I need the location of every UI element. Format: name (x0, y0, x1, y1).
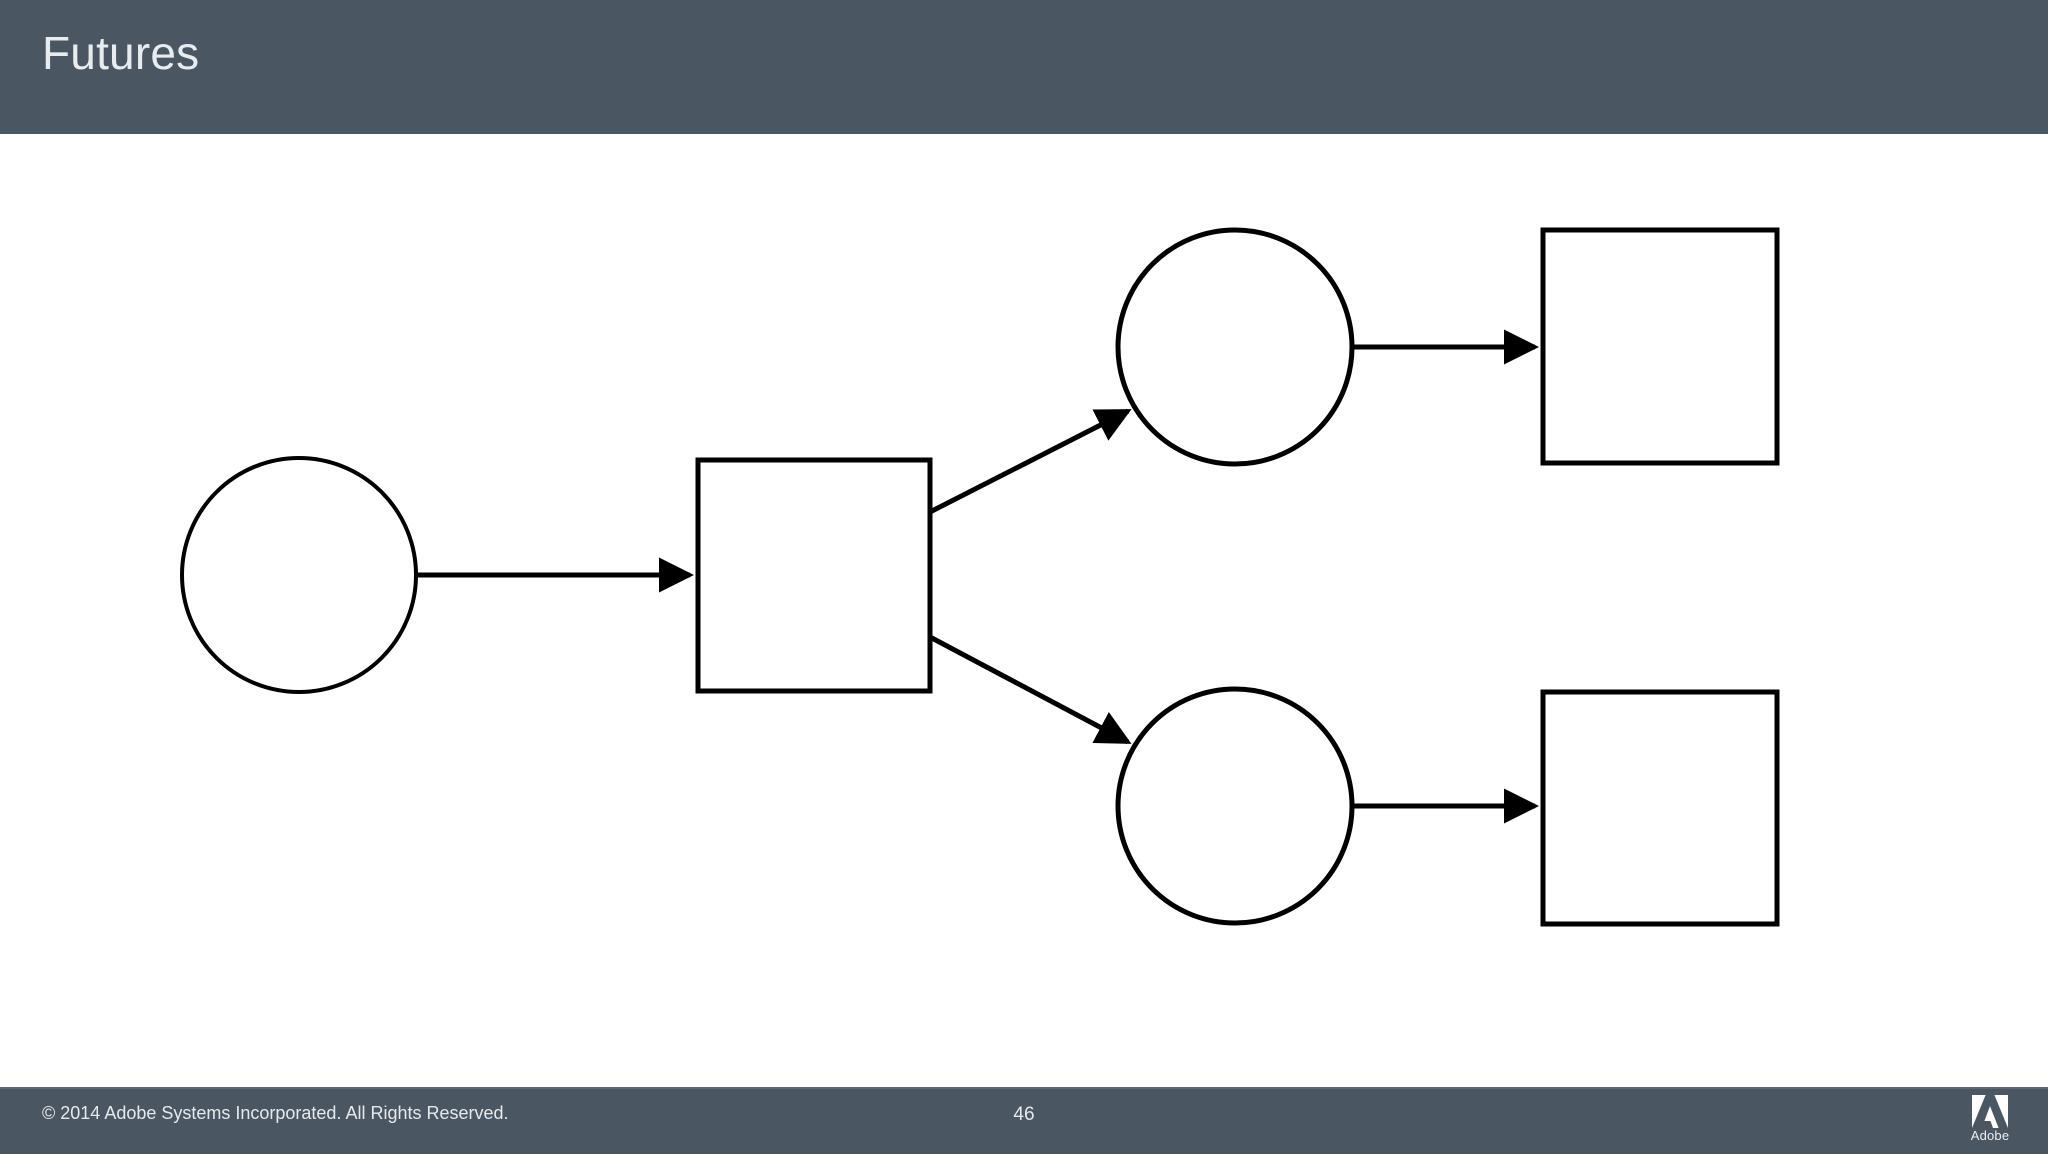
slide-content-area (0, 134, 2048, 1087)
edge-process-to-top-circle (928, 408, 1132, 515)
node-source-circle[interactable] (180, 456, 418, 694)
node-branch-bottom-circle[interactable] (1115, 686, 1355, 926)
adobe-logo-wordmark: Adobe (1970, 1128, 2010, 1143)
node-branch-bottom-square[interactable] (1540, 689, 1780, 927)
adobe-a-logo-icon (1972, 1095, 2008, 1128)
node-process-square[interactable] (695, 457, 933, 694)
copyright-notice: © 2014 Adobe Systems Incorporated. All R… (42, 1103, 509, 1123)
edge-process-to-bottom-circle (928, 634, 1132, 745)
page-number: 46 (1013, 1104, 1035, 1125)
node-branch-top-square[interactable] (1540, 227, 1780, 466)
slide-header: Futures (0, 0, 2048, 134)
slide-footer: © 2014 Adobe Systems Incorporated. All R… (0, 1087, 2048, 1154)
adobe-logo: Adobe (1954, 1095, 2026, 1149)
page-title: Futures (42, 27, 200, 79)
node-branch-top-circle[interactable] (1115, 227, 1355, 467)
